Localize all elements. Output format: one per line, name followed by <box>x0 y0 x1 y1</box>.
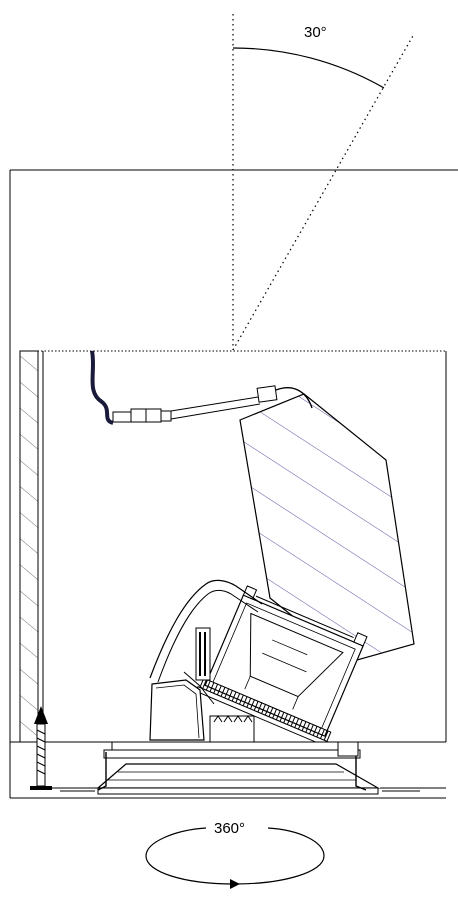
tilt-axis-line <box>232 33 415 351</box>
lamp-head <box>195 585 368 748</box>
tilt-angle-label: 30° <box>304 24 327 41</box>
tilt-angle-indicator: 30° <box>232 14 415 351</box>
mounting-bracket <box>149 579 263 705</box>
rotation-arrow-icon <box>230 879 240 889</box>
trim-ring <box>96 679 381 795</box>
rotation-angle-label: 360° <box>214 820 245 837</box>
rotation-indicator: 360° <box>145 820 325 889</box>
driver-box <box>239 393 415 663</box>
spring-clip-right <box>355 752 367 791</box>
spring-clip-left <box>97 752 107 791</box>
power-cable <box>90 350 313 425</box>
fixing-screw <box>30 706 52 790</box>
cable-connector <box>112 411 132 423</box>
tilt-angle-arc <box>232 47 385 89</box>
wall-joist <box>19 350 44 743</box>
